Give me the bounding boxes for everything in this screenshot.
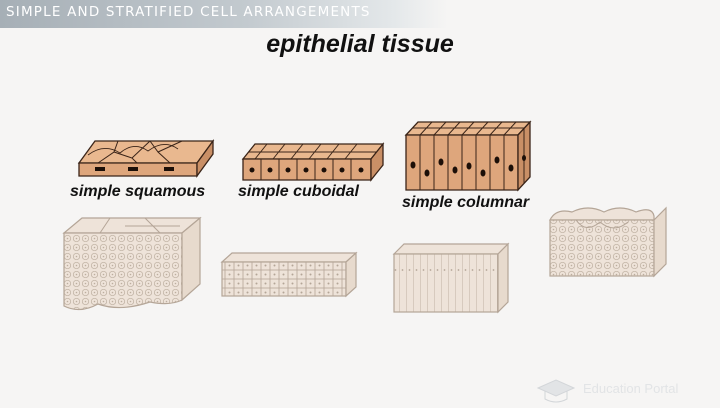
label-simple-columnar: simple columnar [402,194,530,211]
diagram-title: epithelial tissue [266,30,454,58]
education-portal-logo: Education Portal [583,381,679,396]
simple-squamous-model [77,139,215,178]
pseudostratified-columnar-model [392,242,510,314]
transitional-epithelium-model [549,206,667,278]
stratified-squamous-model [62,216,202,311]
title-banner: SIMPLE AND STRATIFIED CELL ARRANGEMENTS [0,0,448,28]
graduation-cap-icon [536,379,576,403]
simple-columnar-model [404,120,532,192]
banner-title: SIMPLE AND STRATIFIED CELL ARRANGEMENTS [6,4,371,20]
stratified-cuboidal-model [220,251,358,298]
label-simple-cuboidal: simple cuboidal [238,183,359,200]
simple-cuboidal-model [241,142,385,182]
label-simple-squamous: simple squamous [70,183,206,200]
